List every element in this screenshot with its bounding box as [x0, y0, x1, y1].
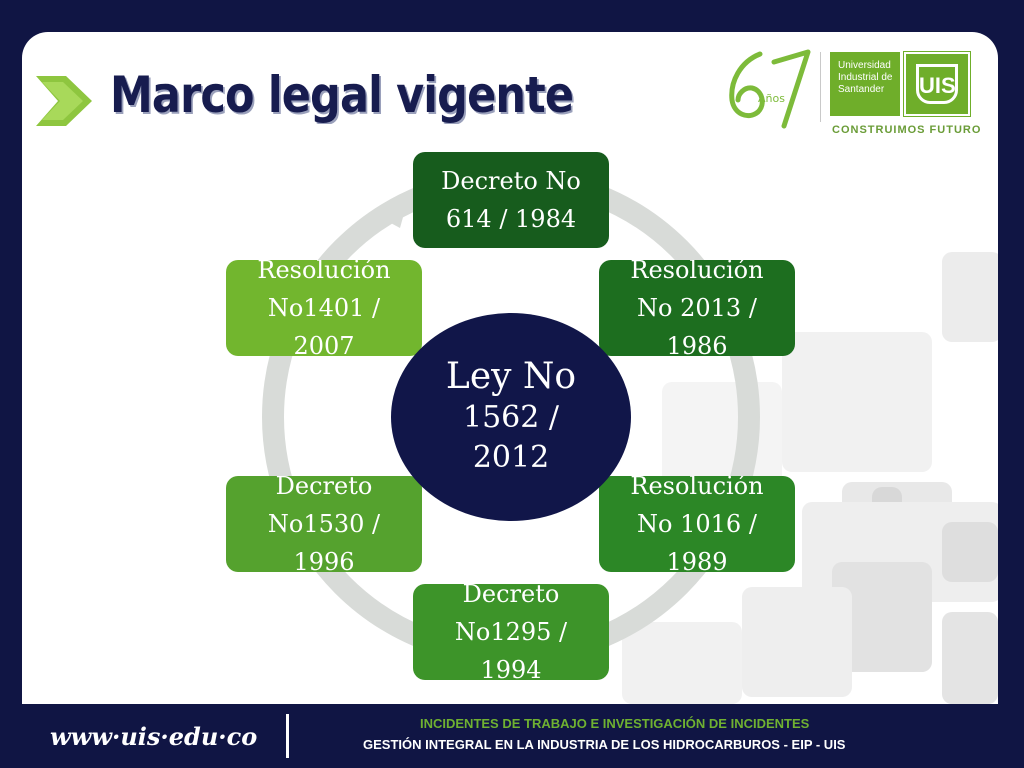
node-resolucion-1016: Resolución No 1016 / 1989 [599, 476, 795, 572]
decor-square [942, 612, 998, 704]
center-line: Ley No [445, 356, 577, 397]
center-line: 1562 / [463, 400, 559, 435]
decor-square [622, 622, 742, 704]
center-node-ley-1562: Ley No 1562 / 2012 [391, 313, 631, 521]
node-resolucion-2013: Resolución No 2013 / 1986 [599, 260, 795, 356]
university-name-box: Universidad Industrial de Santander [830, 52, 900, 116]
center-line: 2012 [472, 440, 550, 475]
node-resolucion-1401: Resolución No1401 / 2007 [226, 260, 422, 356]
uis-logo-mark: UIS [903, 51, 971, 117]
logo-separator [820, 52, 821, 122]
footer-url[interactable]: www·uis·edu·co [50, 722, 258, 751]
anniversary-logo: Años [729, 49, 811, 129]
decor-square [942, 522, 998, 582]
node-decreto-1295: Decreto No1295 / 1994 [413, 584, 609, 680]
slide: Marco legal vigente Años Universidad Ind… [22, 32, 998, 704]
page-title: Marco legal vigente [110, 66, 574, 124]
university-name-line: Santander [838, 84, 885, 95]
tagline: CONSTRUIMOS FUTURO [832, 124, 982, 136]
decor-square [942, 252, 998, 342]
anniversary-word: Años [758, 92, 785, 105]
decor-square [742, 587, 852, 697]
chevron-arrow-icon [36, 76, 92, 126]
footer-divider [286, 714, 289, 758]
university-name-line: Universidad [838, 60, 891, 71]
decor-square [782, 332, 932, 472]
cycle-arrowhead-icon [374, 192, 410, 228]
node-decreto-614: Decreto No 614 / 1984 [413, 152, 609, 248]
footer-program-title: GESTIÓN INTEGRAL EN LA INDUSTRIA DE LOS … [363, 737, 846, 752]
footer-course-title: INCIDENTES DE TRABAJO E INVESTIGACIÓN DE… [420, 716, 810, 731]
uis-mark-text: UIS [916, 64, 958, 104]
node-decreto-1530: Decreto No1530 / 1996 [226, 476, 422, 572]
university-name-line: Industrial de [838, 72, 893, 83]
